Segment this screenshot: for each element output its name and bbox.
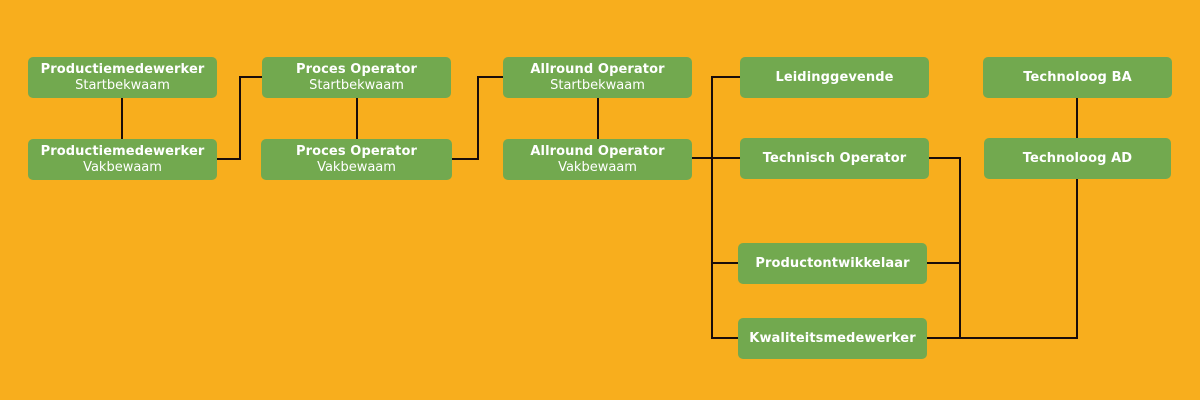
node-proces-operator-startbekwaam: Proces Operator Startbekwaam — [262, 57, 451, 98]
node-level: Vakbewaam — [558, 159, 637, 175]
node-title: Productiemedewerker — [40, 143, 205, 159]
node-title: Kwaliteitsmedewerker — [749, 330, 916, 346]
node-leidinggevende: Leidinggevende — [740, 57, 929, 98]
node-title: Allround Operator — [530, 143, 665, 159]
node-level: Startbekwaam — [75, 77, 170, 93]
node-title: Technoloog AD — [1022, 150, 1133, 166]
node-kwaliteitsmedewerker: Kwaliteitsmedewerker — [738, 318, 927, 359]
node-title: Productontwikkelaar — [755, 255, 910, 271]
node-title: Technoloog BA — [1023, 69, 1132, 85]
node-technisch-operator: Technisch Operator — [740, 138, 929, 179]
node-title: Leidinggevende — [775, 69, 894, 85]
node-allround-operator-startbekwaam: Allround Operator Startbekwaam — [503, 57, 692, 98]
node-title: Proces Operator — [295, 143, 418, 159]
node-allround-operator-vakbewaam: Allround Operator Vakbewaam — [503, 139, 692, 180]
node-productiemedewerker-startbekwaam: Productiemedewerker Startbekwaam — [28, 57, 217, 98]
node-technoloog-ad: Technoloog AD — [984, 138, 1171, 179]
node-title: Allround Operator — [530, 61, 665, 77]
node-level: Vakbewaam — [317, 159, 396, 175]
node-level: Startbekwaam — [550, 77, 645, 93]
node-technoloog-ba: Technoloog BA — [983, 57, 1172, 98]
node-title: Proces Operator — [295, 61, 418, 77]
node-title: Productiemedewerker — [40, 61, 205, 77]
node-proces-operator-vakbewaam: Proces Operator Vakbewaam — [261, 139, 452, 180]
node-level: Startbekwaam — [309, 77, 404, 93]
node-productiemedewerker-vakbewaam: Productiemedewerker Vakbewaam — [28, 139, 217, 180]
node-level: Vakbewaam — [83, 159, 162, 175]
node-title: Technisch Operator — [762, 150, 907, 166]
node-productontwikkelaar: Productontwikkelaar — [738, 243, 927, 284]
